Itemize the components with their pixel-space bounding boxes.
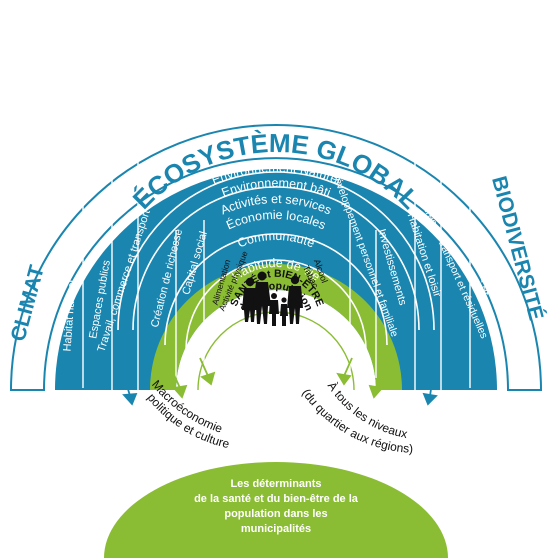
footer-line-1: Les déterminants [230, 478, 321, 490]
green-ring [150, 233, 402, 390]
family-silhouette-icon [242, 271, 303, 326]
footer-line-2: de la santé et du bien-être de la [194, 493, 359, 505]
bottom-right-label-2: (du quartier aux régions) [299, 386, 413, 456]
footer-line-4: municipalités [241, 523, 311, 535]
green-arc-label-2: Communauté [236, 229, 317, 251]
outer-white-ring [9, 124, 543, 391]
ring-dividers [82, 160, 471, 396]
footer-dome [104, 462, 448, 558]
blue-left-1: Habitat naturel [62, 280, 79, 352]
arrows [122, 357, 438, 406]
footer-line-3: population dans les [224, 508, 327, 520]
blue-right-1: Air, eau et sol [476, 245, 493, 312]
